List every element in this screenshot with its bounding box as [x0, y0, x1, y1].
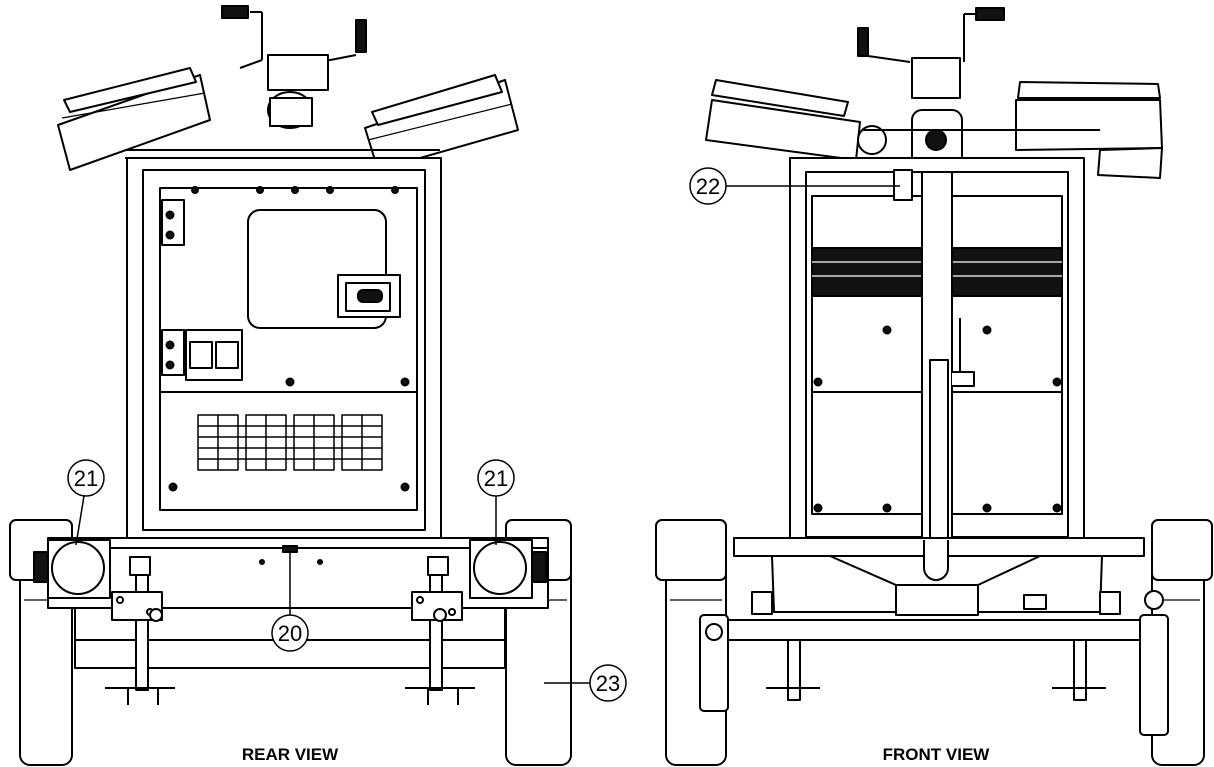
- callout-22-mast: 22: [689, 167, 727, 205]
- svg-text:20: 20: [278, 621, 302, 646]
- rear-tail-light-left: [33, 539, 111, 599]
- rear-breaker-box: [185, 329, 243, 381]
- rear-floodlight-left: [57, 67, 211, 171]
- svg-text:23: 23: [596, 671, 620, 696]
- rear-mast-head: [221, 5, 367, 129]
- front-mast-head: [857, 7, 1100, 173]
- rear-control-switch: [337, 274, 401, 318]
- rear-floodlight-right: [364, 74, 519, 171]
- front-floodlight-right: [1015, 81, 1163, 179]
- front-mast-column: [893, 169, 975, 541]
- rear-view: 21 21 20 23 REAR VIEW: [9, 5, 627, 766]
- front-view: 22 FRONT VIEW: [655, 7, 1213, 766]
- rear-view-caption: REAR VIEW: [242, 745, 339, 764]
- front-view-caption: FRONT VIEW: [883, 745, 991, 764]
- front-chassis: [725, 537, 1153, 641]
- callout-20-bumper: 20: [271, 614, 309, 652]
- rear-tail-light-right: [469, 539, 547, 599]
- callout-23-wheel: 23: [589, 664, 627, 702]
- rear-stabilizer-jack-left: [105, 556, 175, 705]
- front-safety-chains: [699, 590, 1169, 736]
- svg-text:22: 22: [696, 174, 720, 199]
- rear-louvre-vents: [197, 414, 383, 471]
- callout-21-rear-left: 21: [67, 459, 105, 497]
- front-stabilizer-jacks: [751, 591, 1121, 701]
- rear-stabilizer-jack-right: [405, 556, 475, 705]
- callout-21-rear-right: 21: [477, 459, 515, 497]
- front-floodlight-left: [705, 79, 887, 161]
- svg-text:21: 21: [74, 466, 98, 491]
- svg-text:21: 21: [484, 466, 508, 491]
